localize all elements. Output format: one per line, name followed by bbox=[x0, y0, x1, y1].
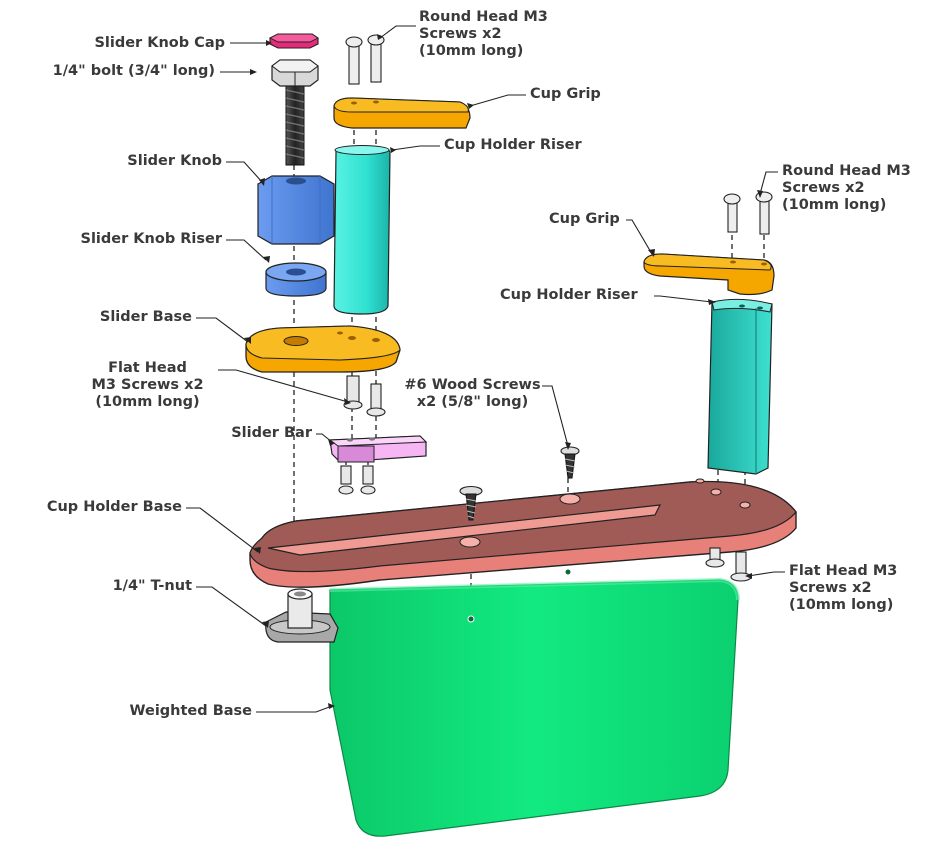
label-cup-grip-right: Cup Grip bbox=[549, 211, 620, 227]
label-flat-head-right: Flat Head M3 Screws x2 (10mm long) bbox=[789, 563, 897, 614]
label-wood-screws-line2: x2 (5/8" long) bbox=[416, 394, 529, 410]
label-round-head-right-line2: Screws x2 bbox=[782, 180, 865, 196]
slider-knob-part bbox=[257, 175, 335, 245]
label-cup-holder-riser-right: Cup Holder Riser bbox=[500, 287, 638, 303]
label-slider-knob: Slider Knob bbox=[127, 153, 222, 169]
label-round-head-top-line1: Round Head M3 bbox=[419, 9, 548, 25]
label-cup-grip-top: Cup Grip bbox=[530, 86, 601, 102]
slider-bar-part bbox=[328, 435, 428, 463]
wood-screws bbox=[459, 446, 580, 521]
label-slider-bar: Slider Bar bbox=[231, 425, 312, 441]
label-round-head-top-line2: Screws x2 bbox=[419, 26, 502, 42]
label-round-head-right-line3: (10mm long) bbox=[782, 197, 887, 213]
label-flat-head-right-line3: (10mm long) bbox=[789, 597, 894, 613]
cup-holder-riser-top-part bbox=[333, 145, 391, 315]
label-t-nut: 1/4" T-nut bbox=[112, 578, 192, 594]
label-cup-holder-base: Cup Holder Base bbox=[46, 499, 182, 515]
t-nut-part bbox=[265, 588, 339, 643]
label-flat-head-left-line2: M3 Screws x2 bbox=[91, 377, 204, 393]
slider-bar-screws bbox=[338, 465, 376, 495]
label-slider-knob-cap: Slider Knob Cap bbox=[94, 35, 225, 51]
cup-holder-riser-right-part bbox=[707, 298, 773, 475]
label-round-head-right: Round Head M3 Screws x2 (10mm long) bbox=[782, 163, 911, 214]
label-flat-head-left-line1: Flat Head bbox=[108, 360, 187, 376]
cup-grip-right-part bbox=[643, 253, 775, 296]
label-flat-head-right-line1: Flat Head M3 bbox=[789, 563, 898, 579]
leader-arrowheads bbox=[244, 34, 763, 709]
label-round-head-right-line1: Round Head M3 bbox=[782, 163, 911, 179]
leader-lines bbox=[186, 25, 785, 713]
weighted-base-part bbox=[329, 568, 740, 837]
flat-head-screws-left bbox=[343, 375, 386, 417]
cup-grip-top-part bbox=[333, 97, 471, 129]
quarter-bolt-part bbox=[271, 59, 319, 166]
label-slider-knob-riser: Slider Knob Riser bbox=[80, 231, 223, 247]
label-slider-base: Slider Base bbox=[99, 309, 192, 325]
label-weighted-base: Weighted Base bbox=[129, 703, 252, 719]
label-round-head-top: Round Head M3 Screws x2 (10mm long) bbox=[419, 9, 548, 60]
label-cup-holder-riser-top: Cup Holder Riser bbox=[444, 137, 582, 153]
label-wood-screws-line1: #6 Wood Screws bbox=[404, 377, 541, 393]
round-head-screws-right bbox=[723, 191, 773, 235]
label-flat-head-left-line3: (10mm long) bbox=[95, 394, 200, 410]
round-head-screws-top bbox=[345, 34, 385, 85]
cup-holder-base-part bbox=[249, 478, 797, 588]
slider-knob-cap-part bbox=[268, 33, 319, 49]
slider-base-part bbox=[245, 325, 401, 373]
label-wood-screws: #6 Wood Screws x2 (5/8" long) bbox=[400, 377, 545, 411]
slider-knob-riser-part bbox=[265, 262, 327, 297]
label-quarter-bolt: 1/4" bolt (3/4" long) bbox=[52, 63, 215, 79]
label-flat-head-right-line2: Screws x2 bbox=[789, 580, 872, 596]
label-round-head-top-line3: (10mm long) bbox=[419, 43, 524, 59]
label-flat-head-left: Flat Head M3 Screws x2 (10mm long) bbox=[80, 360, 215, 411]
flat-head-screws-right bbox=[705, 547, 752, 582]
